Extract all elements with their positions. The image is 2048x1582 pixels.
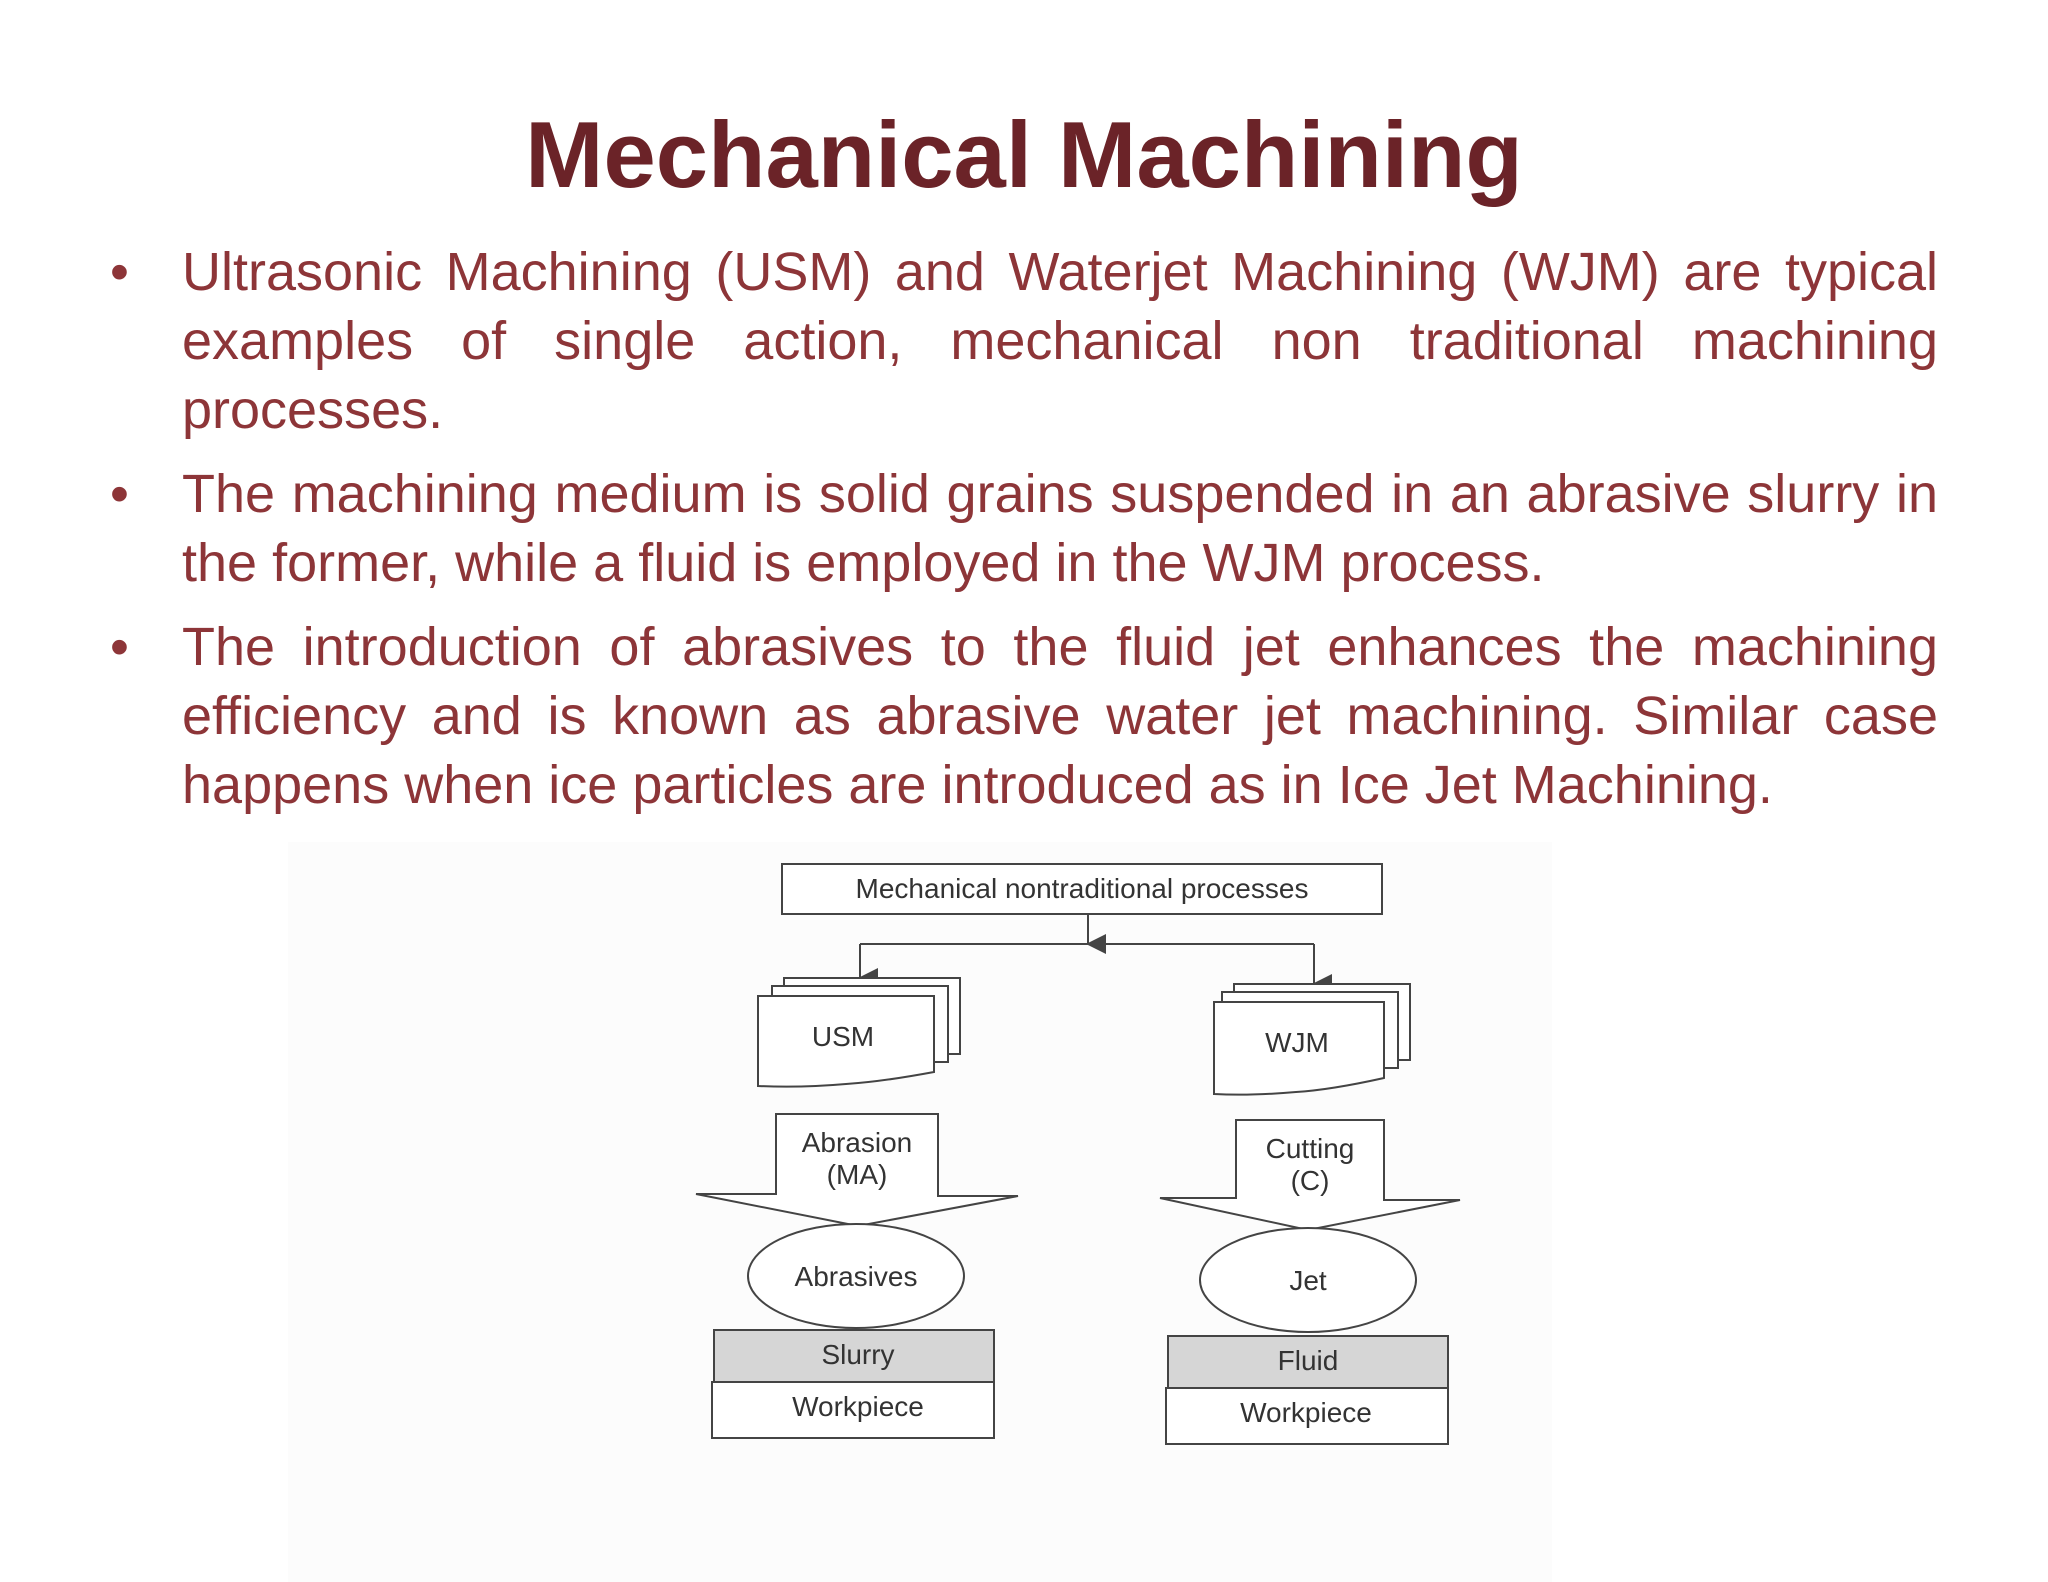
bullet-item: • Ultrasonic Machining (USM) and Waterje… xyxy=(110,238,1938,445)
right-action-line2: (C) xyxy=(1291,1165,1330,1196)
left-workpiece-label: Workpiece xyxy=(792,1391,924,1422)
bullet-icon: • xyxy=(110,464,129,524)
bullet-text: Ultrasonic Machining (USM) and Waterjet … xyxy=(182,242,1938,440)
left-action-line1: Abrasion xyxy=(802,1127,913,1158)
right-process-label: WJM xyxy=(1265,1027,1329,1058)
left-action-arrow: Abrasion (MA) xyxy=(695,1113,1019,1228)
right-tool-label: Jet xyxy=(1289,1265,1327,1296)
root-label: Mechanical nontraditional processes xyxy=(856,873,1309,904)
left-tool-label: Abrasives xyxy=(795,1261,918,1292)
right-medium-box: Fluid xyxy=(1167,1335,1449,1389)
right-action-line1: Cutting xyxy=(1266,1133,1355,1164)
bullet-item: • The introduction of abrasives to the f… xyxy=(110,613,1938,820)
left-tool-ellipse: Abrasives xyxy=(747,1223,965,1329)
right-document-stack xyxy=(1213,983,1411,1096)
left-document-stack xyxy=(757,977,961,1088)
bullet-icon: • xyxy=(110,617,129,677)
process-diagram: Mechanical nontraditional processes USM … xyxy=(288,842,1552,1582)
bullet-text: The introduction of abrasives to the flu… xyxy=(182,617,1938,815)
right-tool-ellipse: Jet xyxy=(1199,1227,1417,1333)
right-workpiece-box: Workpiece xyxy=(1165,1387,1449,1445)
right-action-arrow: Cutting (C) xyxy=(1159,1119,1461,1232)
bullet-list: • Ultrasonic Machining (USM) and Waterje… xyxy=(110,238,1938,835)
slide-title: Mechanical Machining xyxy=(525,102,1523,207)
left-medium-label: Slurry xyxy=(821,1339,894,1370)
root-node: Mechanical nontraditional processes xyxy=(781,863,1383,915)
bullet-text: The machining medium is solid grains sus… xyxy=(182,464,1938,593)
left-medium-box: Slurry xyxy=(713,1329,995,1383)
diagram-svg: Mechanical nontraditional processes USM … xyxy=(695,863,1461,1445)
right-medium-label: Fluid xyxy=(1278,1345,1339,1376)
bullet-item: • The machining medium is solid grains s… xyxy=(110,460,1938,598)
bullet-icon: • xyxy=(110,242,129,302)
left-process-label: USM xyxy=(812,1021,874,1052)
left-workpiece-box: Workpiece xyxy=(711,1381,995,1439)
right-workpiece-label: Workpiece xyxy=(1240,1397,1372,1428)
connector-lines xyxy=(858,914,1332,994)
left-action-line2: (MA) xyxy=(827,1159,888,1190)
